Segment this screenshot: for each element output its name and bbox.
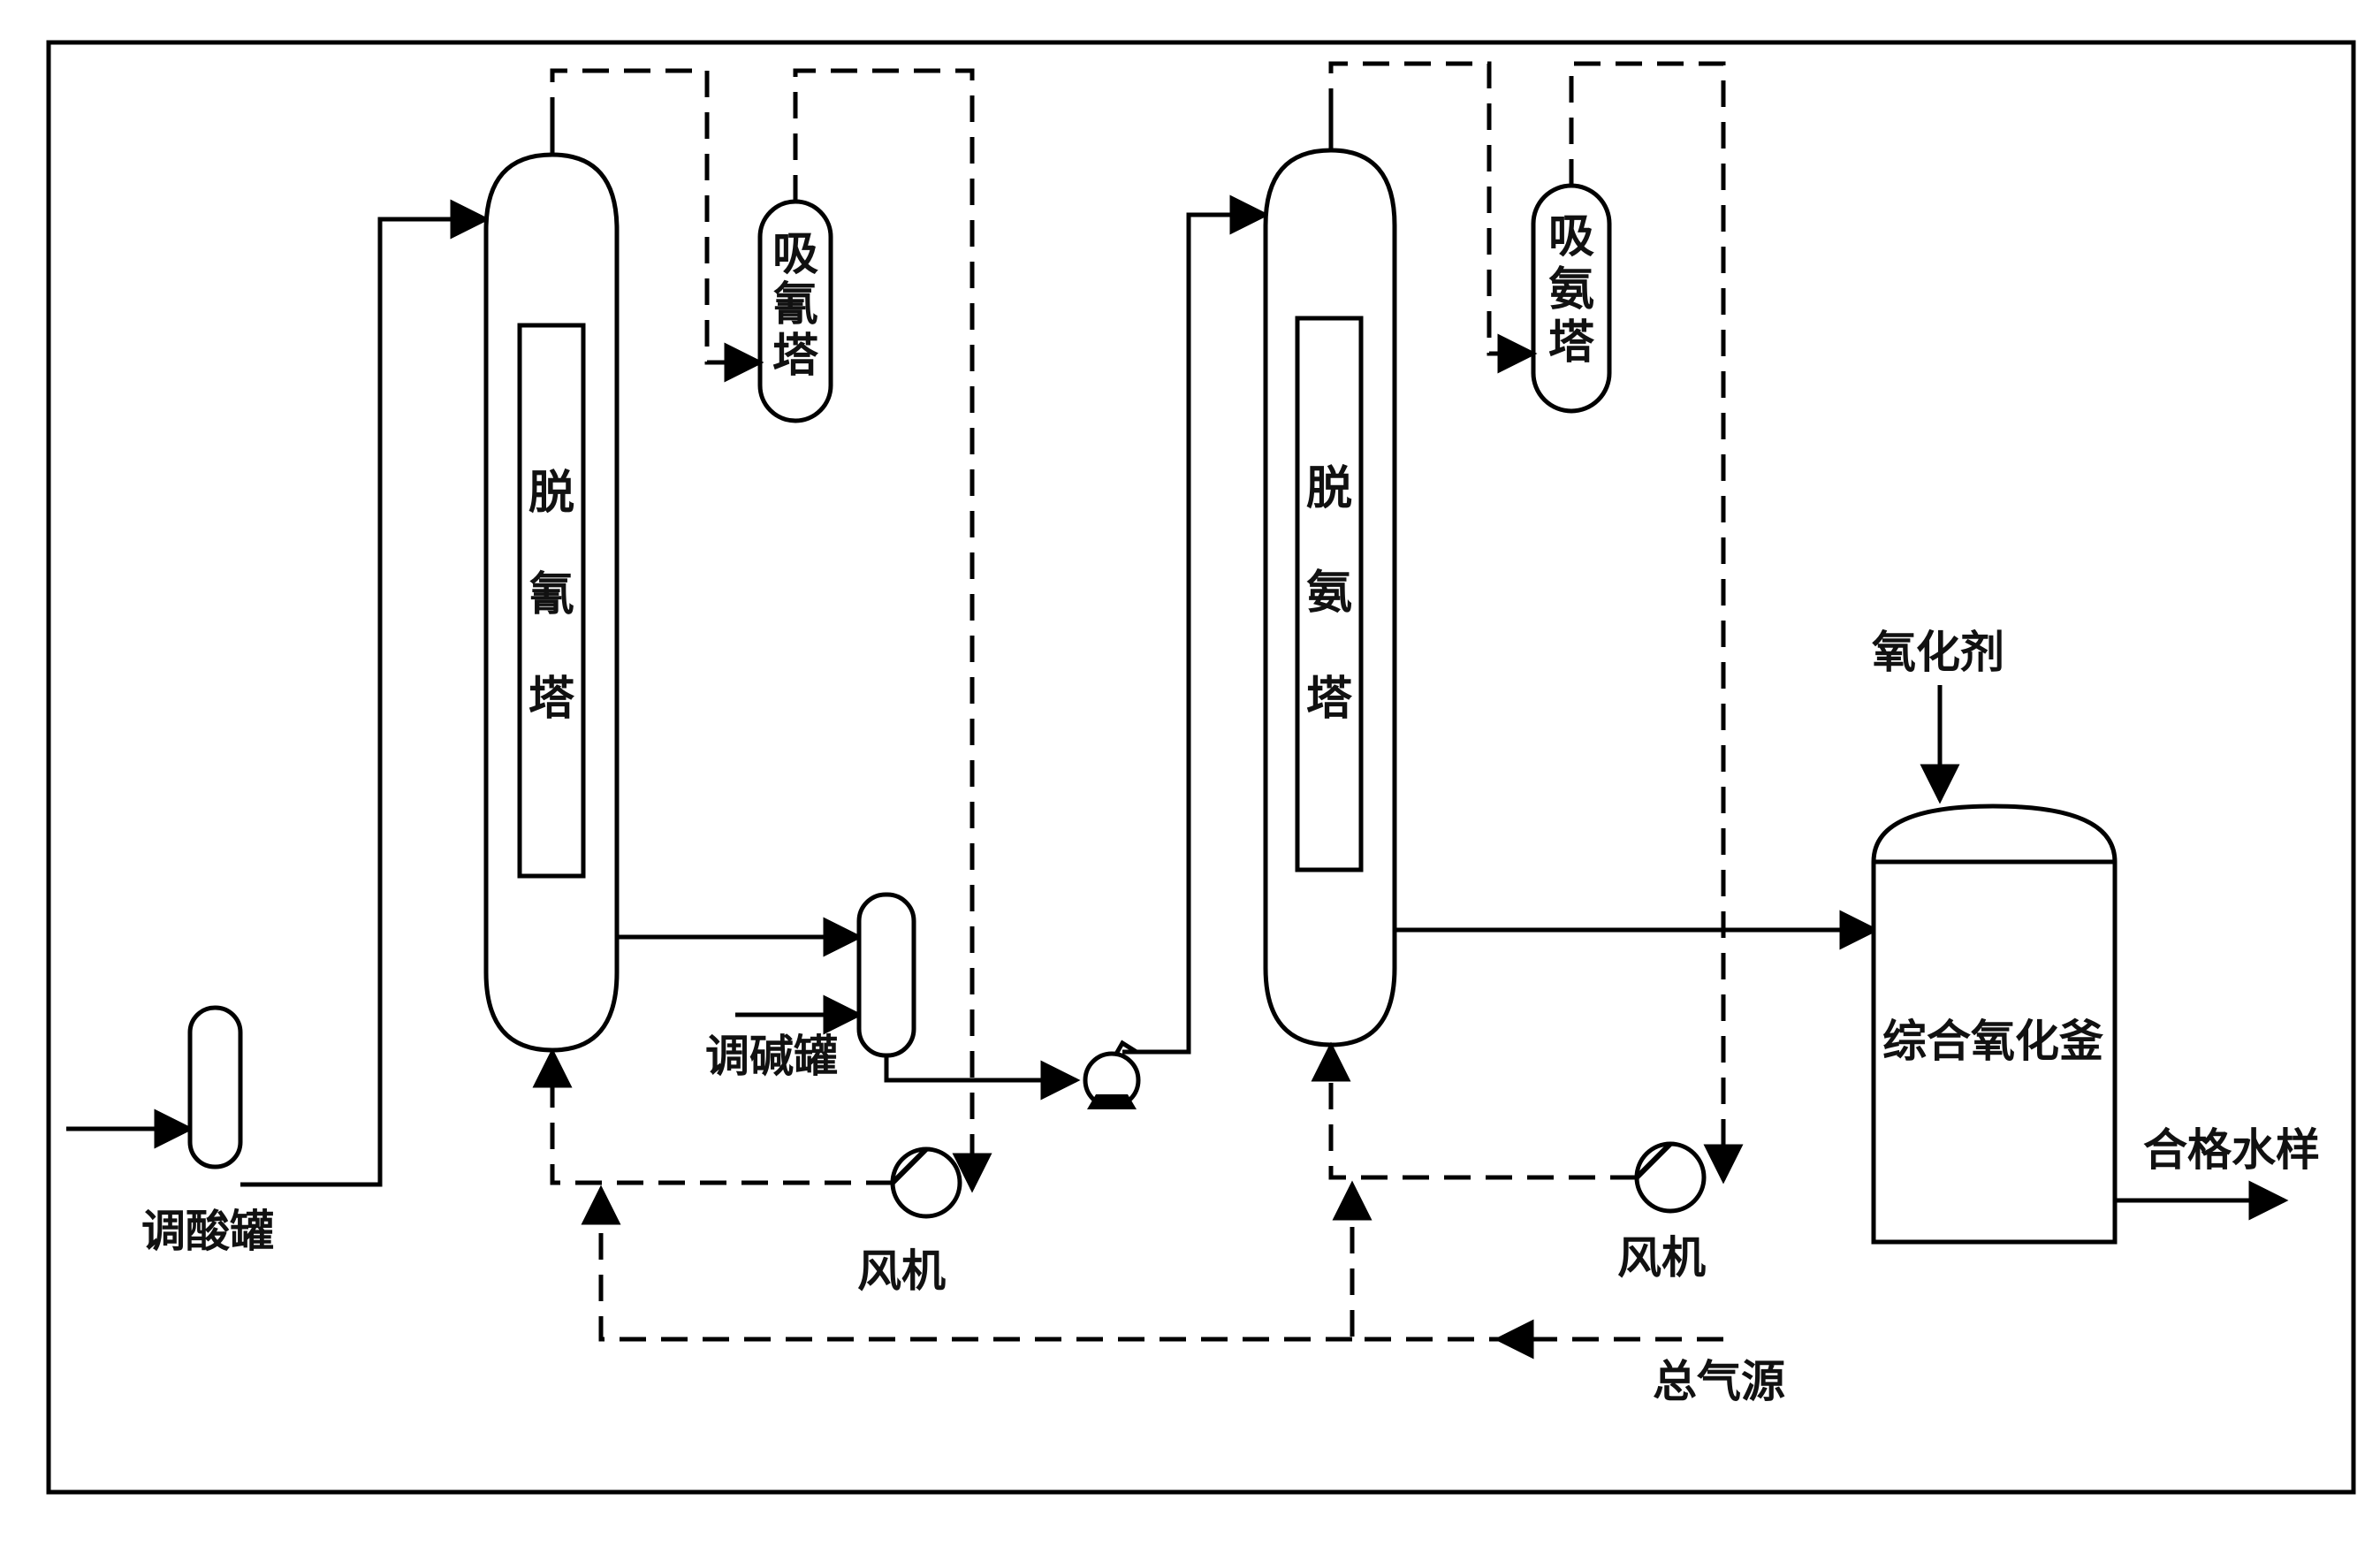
absorber2-return-line (1569, 61, 1744, 1185)
diagram-frame (46, 40, 2356, 1495)
absorber-1-char-3: 塔 (772, 330, 819, 383)
acid-tank (187, 1005, 243, 1169)
alkali-tank-label: 调碱罐 (705, 1031, 838, 1082)
qualified-water-label: 合格水样 (2143, 1124, 2320, 1176)
tower-2-char-1: 脱 (1306, 462, 1352, 515)
alkali-to-pump-line (884, 1055, 1081, 1101)
fan-1-label: 风机 (857, 1245, 946, 1297)
tower-1-char-3: 塔 (528, 673, 575, 726)
absorber-2-char-3: 塔 (1548, 316, 1595, 369)
tower-2-char-2: 氨 (1306, 567, 1352, 620)
fan-2 (1634, 1141, 1707, 1214)
acid-to-tower1-line (240, 199, 490, 1187)
tower1-gas-to-absorber (550, 68, 764, 383)
tower2-gas-to-absorber (1328, 61, 1538, 374)
main-gas-source-label: 总气源 (1653, 1356, 1785, 1407)
acid-tank-label: 调酸罐 (141, 1206, 274, 1257)
fan-2-label: 风机 (1617, 1232, 1706, 1284)
fan2-air-line (1311, 1041, 1637, 1180)
absorber-2-char-2: 氨 (1548, 263, 1594, 316)
tower-1-packing (517, 323, 586, 879)
tower-2-packing (1295, 316, 1364, 872)
oxidation-kettle (1871, 804, 2118, 1245)
oxidation-kettle-label: 综合氧化釜 (1882, 1016, 2103, 1067)
pump-to-tower2-line (1122, 194, 1270, 1055)
tower-1-char-2: 氰 (528, 568, 574, 621)
main-gas-header (1332, 1180, 1723, 1342)
absorber-2-char-1: 吸 (1548, 210, 1594, 263)
transfer-pump (1083, 1040, 1141, 1109)
fan-1 (890, 1146, 962, 1219)
absorber1-return-line (793, 68, 992, 1193)
oxidant-label: 氧化剂 (1872, 627, 2004, 678)
tower-1-char-1: 脱 (528, 467, 574, 520)
alkali-tank (856, 892, 916, 1058)
main-gas-to-tower1-line (581, 1185, 1352, 1342)
absorber-1-char-1: 吸 (772, 228, 818, 281)
absorber-1-char-2: 氰 (772, 278, 818, 331)
fan1-air-line (532, 1047, 893, 1185)
tower-2-char-3: 塔 (1306, 673, 1353, 726)
